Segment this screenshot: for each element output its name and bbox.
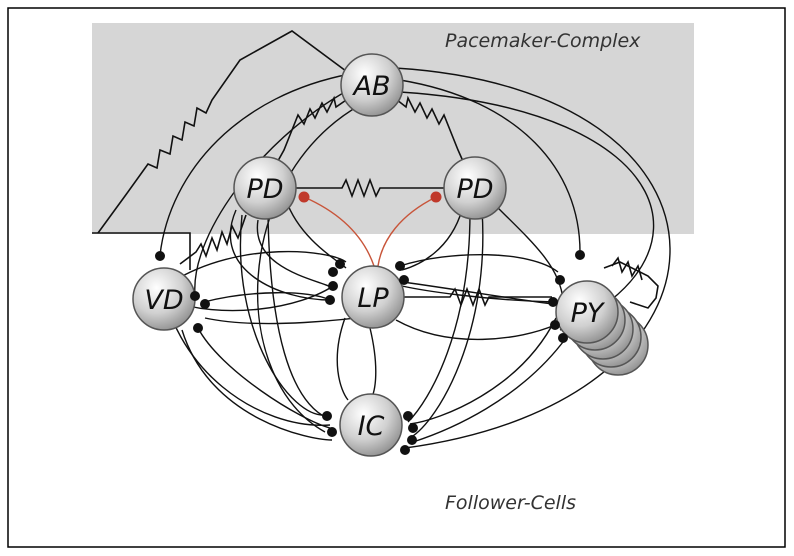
neuron-vd-label: VD	[144, 285, 183, 316]
pacemaker-complex-label: Pacemaker-Complex	[445, 30, 641, 52]
neuron-ab-label: AB	[352, 71, 391, 102]
modulatory-synapse-right	[430, 191, 442, 203]
neuron-pd-right: PD	[443, 156, 507, 220]
neuron-pd-right-label: PD	[456, 174, 493, 205]
neuron-pd-left-label: PD	[246, 174, 283, 205]
neuron-lp-label: LP	[357, 283, 389, 314]
neuron-pd-left: PD	[233, 156, 297, 220]
pacemaker-complex-region	[92, 23, 694, 234]
bracket-wire	[92, 232, 191, 270]
synaptic-connections	[159, 67, 671, 449]
modulatory-connections	[298, 191, 442, 267]
neuron-ab: AB	[340, 53, 404, 117]
modulatory-synapse-left	[298, 191, 310, 203]
neuron-py: PY	[555, 280, 619, 344]
neuron-py-label: PY	[571, 298, 606, 329]
neuron-lp: LP	[341, 265, 405, 329]
inhibitory-synapses	[155, 250, 585, 455]
electrical-couplings	[92, 30, 659, 309]
follower-cells-label: Follower-Cells	[445, 492, 576, 514]
neuron-vd: VD	[132, 267, 196, 331]
neuron-ic: IC	[339, 393, 403, 457]
neuron-ic-label: IC	[358, 411, 385, 442]
